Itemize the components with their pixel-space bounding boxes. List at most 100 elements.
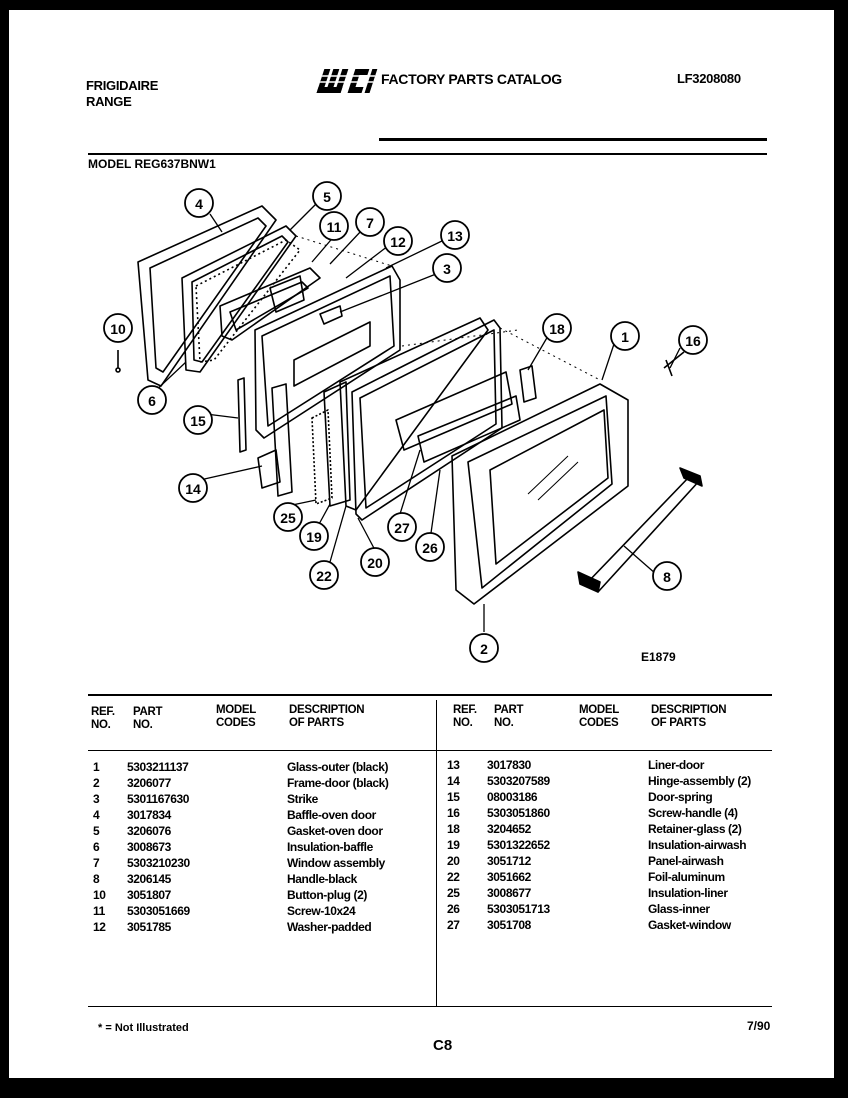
cell-desc: Door-spring — [648, 790, 713, 804]
cell-desc: Button-plug (2) — [287, 888, 367, 902]
callout-18: 18 — [542, 313, 572, 343]
window-assembly — [219, 267, 321, 341]
right-header-ref: REF. NO. — [453, 704, 477, 729]
cell-ref: 8 — [93, 872, 100, 886]
door-frame — [451, 383, 629, 605]
cell-ref: 3 — [93, 792, 100, 806]
cell-part: 3206076 — [127, 824, 171, 838]
outer-glass — [489, 409, 609, 565]
callout-14: 14 — [178, 473, 208, 503]
callout-15: 15 — [183, 405, 213, 435]
cell-desc: Glass-inner — [648, 902, 710, 916]
cell-ref: 5 — [93, 824, 100, 838]
callout-5: 5 — [312, 181, 342, 211]
cell-desc: Panel-airwash — [648, 854, 724, 868]
callout-8: 8 — [652, 561, 682, 591]
callout-number: 13 — [447, 228, 463, 244]
callout-16: 16 — [678, 325, 708, 355]
cell-ref: 22 — [447, 870, 460, 884]
cell-ref: 12 — [93, 920, 106, 934]
callout-3: 3 — [432, 253, 462, 283]
footnote: * = Not Illustrated — [98, 1022, 189, 1034]
catalog-number: LF3208080 — [677, 71, 741, 86]
inner-glass — [417, 395, 521, 463]
callout-number: 4 — [195, 196, 203, 212]
cell-part: 5301322652 — [487, 838, 550, 852]
cell-part: 3051712 — [487, 854, 531, 868]
callout-number: 25 — [280, 510, 296, 526]
table-bottom-rule — [88, 1006, 772, 1007]
callout-2: 2 — [469, 633, 499, 663]
callout-number: 20 — [367, 555, 383, 571]
product-type: RANGE — [86, 94, 132, 109]
cell-ref: 13 — [447, 758, 460, 772]
cell-desc: Strike — [287, 792, 318, 806]
callout-number: 7 — [366, 215, 374, 231]
figure-code: E1879 — [641, 650, 676, 664]
cell-ref: 10 — [93, 888, 106, 902]
cell-part: 5303051669 — [127, 904, 190, 918]
cell-ref: 6 — [93, 840, 100, 854]
page-number: C8 — [433, 1037, 453, 1054]
cell-part: 3051807 — [127, 888, 171, 902]
cell-ref: 27 — [447, 918, 460, 932]
cell-ref: 26 — [447, 902, 460, 916]
cell-part: 3204652 — [487, 822, 531, 836]
baffle-oven-door — [137, 205, 277, 387]
cell-desc: Insulation-baffle — [287, 840, 373, 854]
hinge-assembly — [257, 383, 293, 497]
cell-desc: Handle-black — [287, 872, 357, 886]
cell-desc: Baffle-oven door — [287, 808, 376, 822]
left-header-part: PART NO. — [133, 706, 163, 731]
catalog-title: FACTORY PARTS CATALOG — [381, 71, 562, 87]
callout-number: 14 — [185, 481, 201, 497]
callout-27: 27 — [387, 512, 417, 542]
cell-desc: Gasket-oven door — [287, 824, 383, 838]
callout-1: 1 — [610, 321, 640, 351]
cell-desc: Liner-door — [648, 758, 704, 772]
callout-number: 19 — [306, 529, 322, 545]
brand-name: FRIGIDAIRE — [86, 78, 159, 93]
callout-12: 12 — [383, 226, 413, 256]
callout-19: 19 — [299, 521, 329, 551]
callout-6: 6 — [137, 385, 167, 415]
cell-ref: 1 — [93, 760, 100, 774]
cell-ref: 19 — [447, 838, 460, 852]
cell-part: 3206077 — [127, 776, 171, 790]
cell-part: 5303207589 — [487, 774, 550, 788]
door-spring — [237, 377, 247, 453]
callout-number: 10 — [110, 321, 126, 337]
callout-number: 11 — [327, 219, 342, 235]
callout-number: 5 — [323, 189, 331, 205]
cell-ref: 18 — [447, 822, 460, 836]
callout-number: 6 — [148, 393, 156, 409]
left-header-desc: DESCRIPTION OF PARTS — [289, 704, 365, 729]
cell-desc: Insulation-airwash — [648, 838, 747, 852]
parts-catalog-page: FRIGIDAIRE RANGE FACTORY PARTS CATALOG L… — [9, 10, 834, 1078]
cell-desc: Retainer-glass (2) — [648, 822, 742, 836]
cell-ref: 7 — [93, 856, 100, 870]
callout-number: 8 — [663, 569, 671, 585]
aluminum-foil — [339, 317, 489, 511]
cell-part: 3008677 — [487, 886, 531, 900]
table-divider — [436, 700, 437, 1006]
liner-insulation — [311, 409, 333, 505]
cell-ref: 4 — [93, 808, 100, 822]
strike — [319, 305, 343, 325]
callout-11: 11 — [319, 211, 349, 241]
brand-block: FRIGIDAIRE RANGE — [86, 78, 158, 110]
cell-part: 08003186 — [487, 790, 538, 804]
callout-number: 2 — [480, 641, 488, 657]
cell-desc: Window assembly — [287, 856, 385, 870]
handle-screw — [663, 351, 685, 377]
header-rule-bottom — [88, 153, 767, 155]
left-header-ref: REF. NO. — [91, 706, 115, 731]
liner-door — [254, 265, 401, 439]
cell-desc: Foil-aluminum — [648, 870, 725, 884]
callout-4: 4 — [184, 188, 214, 218]
callout-20: 20 — [360, 547, 390, 577]
glass-retainer — [519, 365, 537, 403]
callout-10: 10 — [103, 313, 133, 343]
right-header-model: MODEL CODES — [579, 704, 620, 729]
